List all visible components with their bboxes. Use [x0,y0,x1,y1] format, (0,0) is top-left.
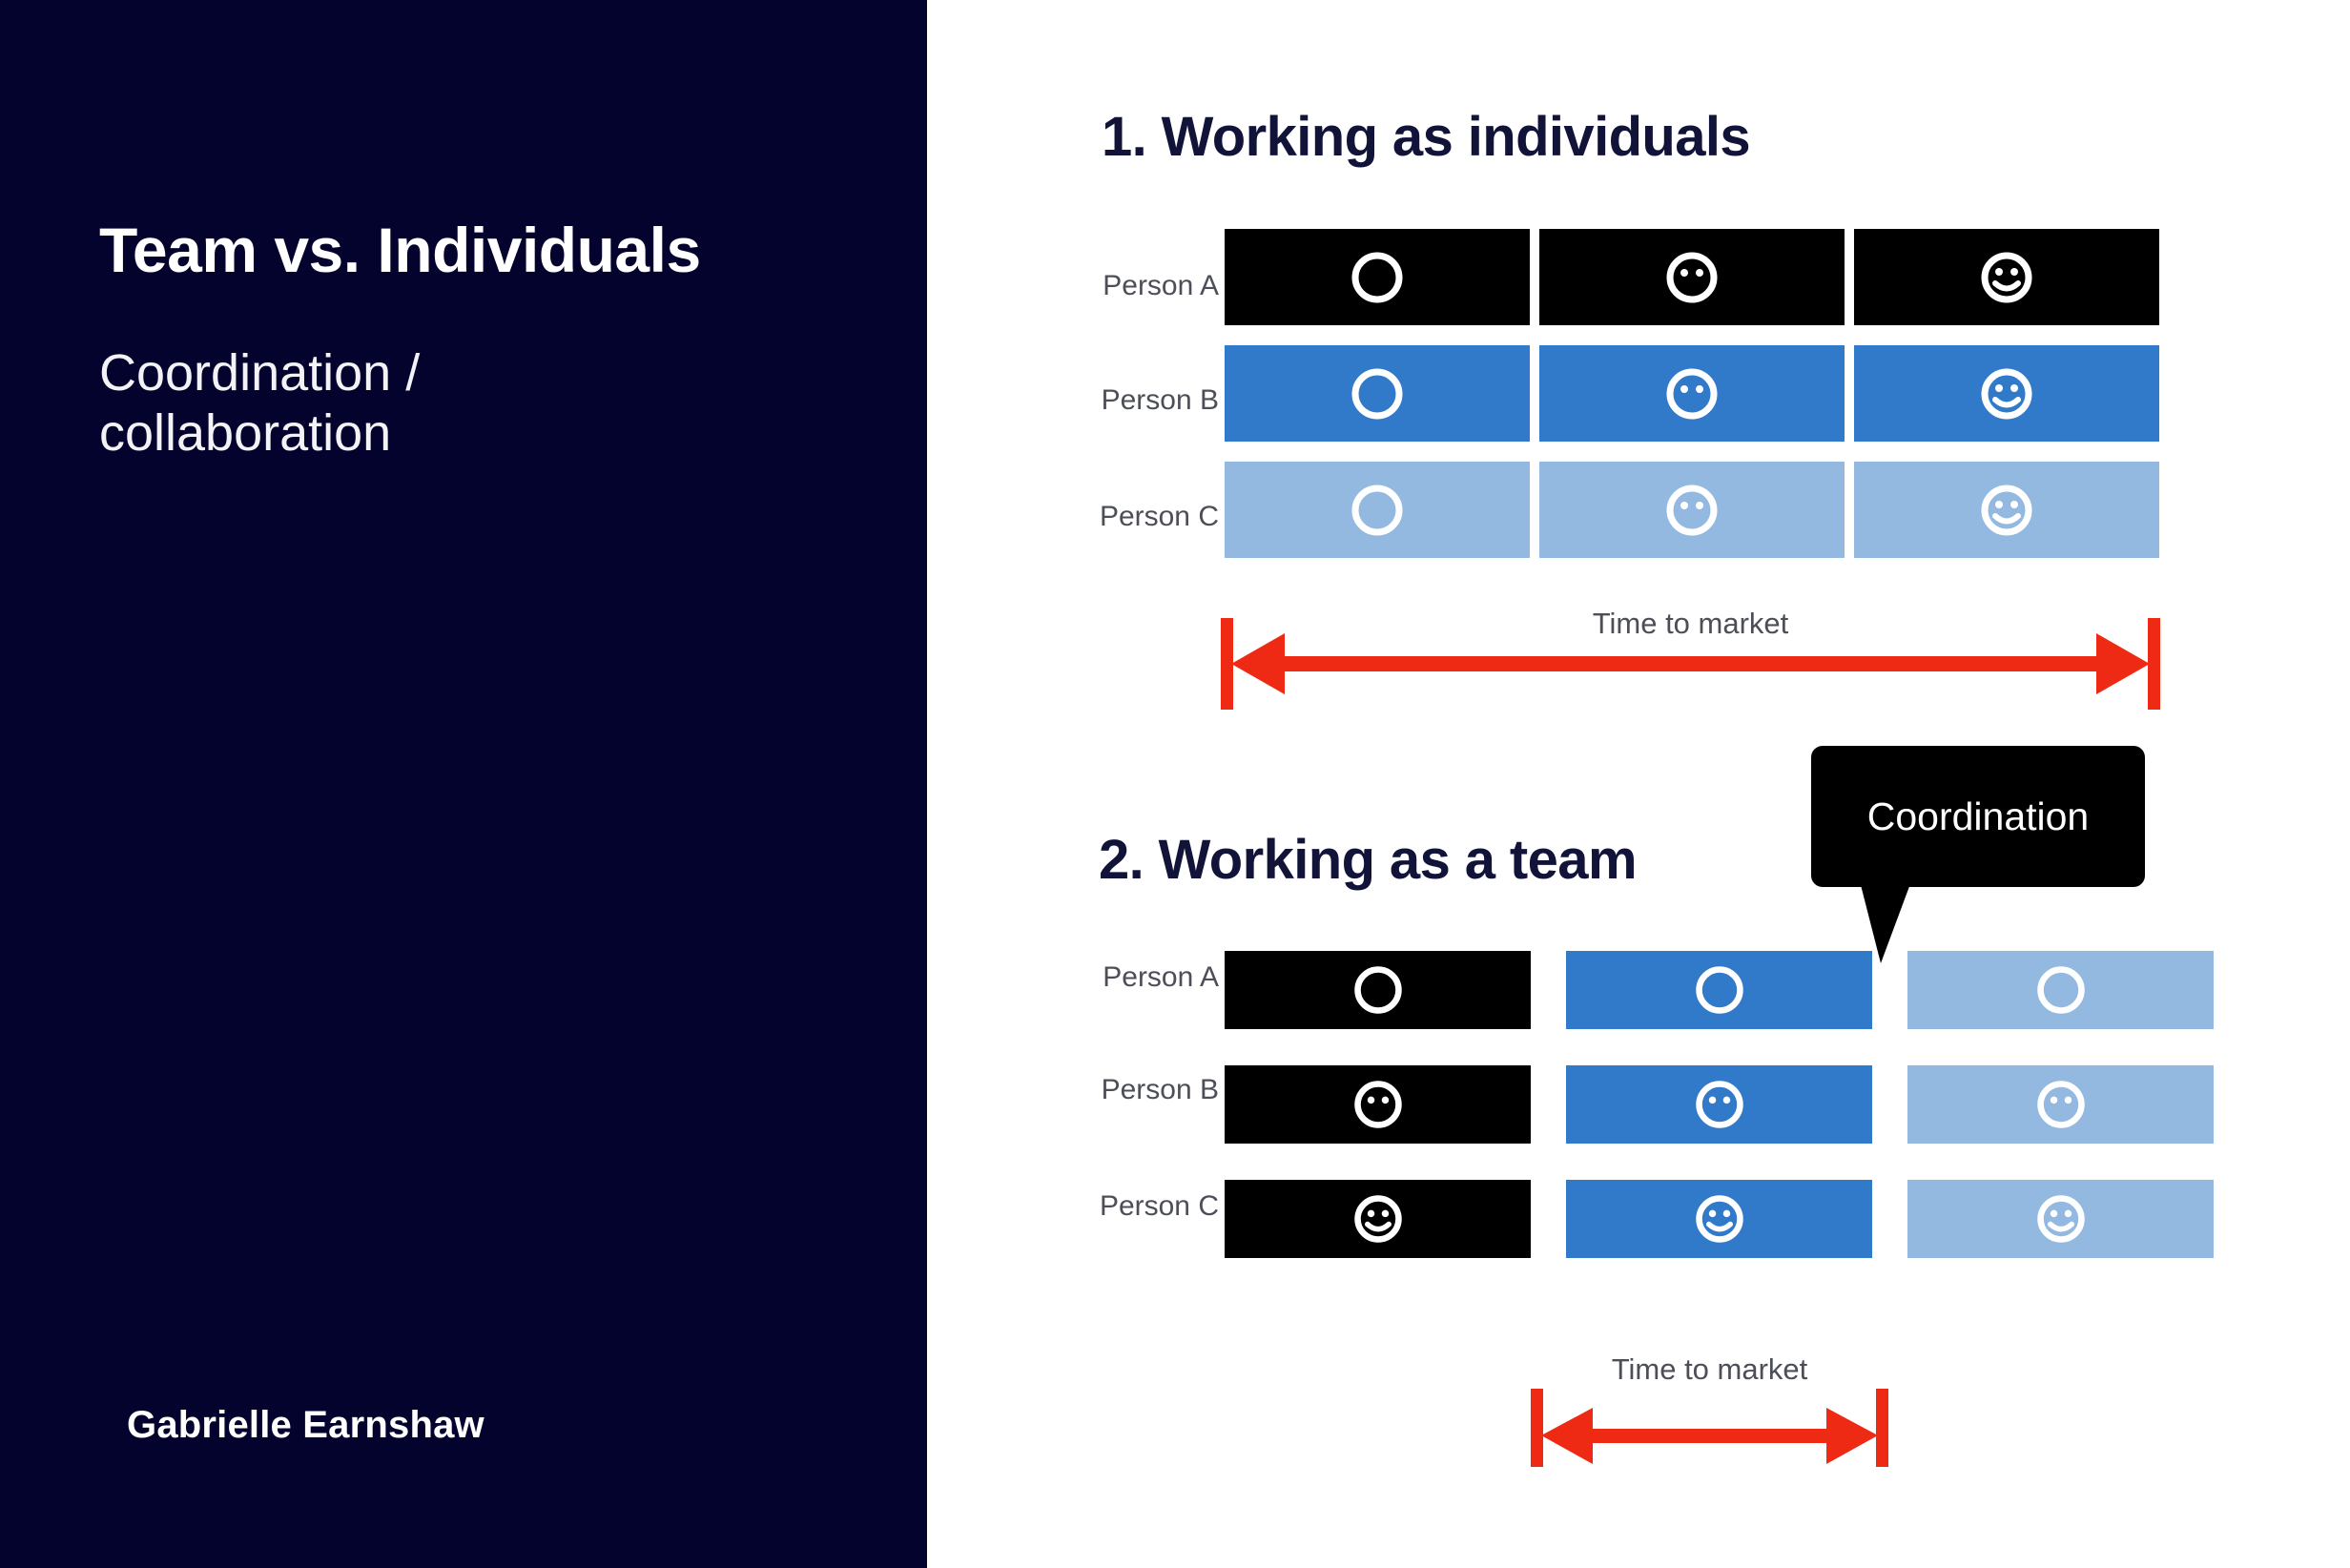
section-2-bar-b2 [1566,1065,1872,1144]
section-1-bar-a2 [1539,229,1845,325]
double-headed-arrow-icon [1221,618,2160,710]
section-1-row-label-a: Person A [1103,270,1219,301]
section-2-bar-a3 [1907,951,2214,1029]
section-1-bar-c2 [1539,462,1845,558]
section-1-bar-c1 [1225,462,1530,558]
section-2-bar-a1 [1225,951,1531,1029]
section-2-row-label-c: Person C [1099,1190,1219,1222]
face-neutral-icon [1666,485,1718,535]
section-1-row-label-c: Person C [1099,501,1219,532]
section-1-timeline-label: Time to market [1592,607,1789,640]
section-2-bar-c2 [1566,1180,1872,1258]
circle-outline-icon [1351,252,1403,302]
face-smile-icon [1353,1195,1402,1243]
section-2-bar-a2 [1566,951,1872,1029]
section-1-bar-b3 [1854,345,2159,442]
section-2-row-label-b: Person B [1101,1074,1219,1105]
author-name: Gabrielle Earnshaw [127,1404,484,1446]
section-1-row-label-b: Person B [1101,384,1219,416]
face-smile-icon [2036,1195,2085,1243]
double-headed-arrow-icon [1531,1389,1888,1467]
face-smile-icon [1695,1195,1743,1243]
face-neutral-icon [1666,368,1718,419]
section-2-bar-c3 [1907,1180,2214,1258]
circle-outline-icon [2036,966,2085,1014]
page-subtitle: Coordination /collaboration [99,344,421,463]
page-title: Team vs. Individuals [99,215,701,285]
face-smile-icon [1981,252,2032,302]
section-1-bar-b2 [1539,345,1845,442]
section-2-row-label-a: Person A [1103,961,1219,993]
coordination-callout-label: Coordination [1866,794,2090,838]
section-2-timeline-label: Time to market [1611,1352,1808,1386]
circle-outline-icon [1351,368,1403,419]
circle-outline-icon [1695,966,1743,1014]
title-panel: Team vs. Individuals Coordination /colla… [0,0,927,1568]
coordination-callout: Coordination [1811,746,2145,963]
coordination-callout-box: Coordination [1811,746,2145,887]
section-2-timeline: Time to market [1526,1352,1893,1467]
face-smile-icon [1981,368,2032,419]
section-1-heading: 1. Working as individuals [1102,106,1751,168]
section-1-bar-c3 [1854,462,2159,558]
face-neutral-icon [1666,252,1718,302]
face-neutral-icon [2036,1081,2085,1128]
section-2-bar-c1 [1225,1180,1531,1258]
face-smile-icon [1981,485,2032,535]
section-2-bar-b3 [1907,1065,2214,1144]
section-1-bar-a1 [1225,229,1530,325]
section-1-bar-a3 [1854,229,2159,325]
speech-bubble-tail-icon [1860,881,1911,963]
face-neutral-icon [1695,1081,1743,1128]
circle-outline-icon [1353,966,1402,1014]
circle-outline-icon [1351,485,1403,535]
section-1-bar-b1 [1225,345,1530,442]
section-2-bar-b1 [1225,1065,1531,1144]
section-2-heading: 2. Working as a team [1099,829,1638,891]
face-neutral-icon [1353,1081,1402,1128]
section-1-timeline: Time to market [1216,607,2165,721]
